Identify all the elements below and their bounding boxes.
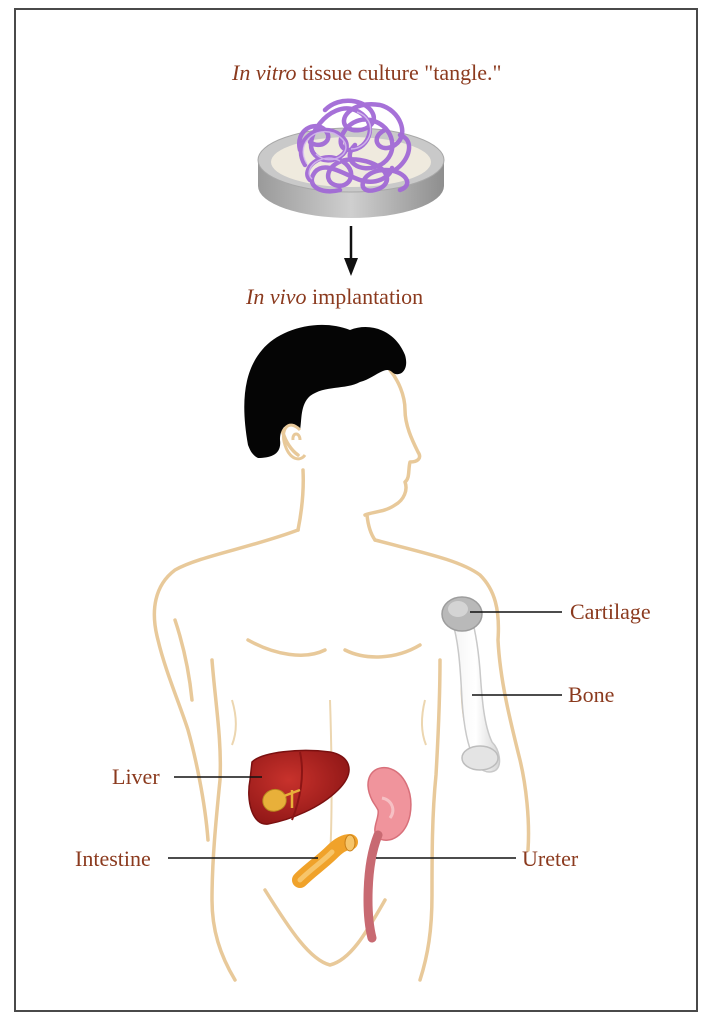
hair — [244, 325, 406, 458]
arrow-down-icon — [344, 226, 358, 276]
gallbladder — [263, 789, 286, 811]
kidney — [368, 768, 411, 841]
bone — [452, 612, 499, 772]
ureter — [368, 835, 378, 938]
liver — [249, 750, 349, 824]
leader-lines — [168, 612, 562, 858]
cartilage — [442, 597, 482, 631]
